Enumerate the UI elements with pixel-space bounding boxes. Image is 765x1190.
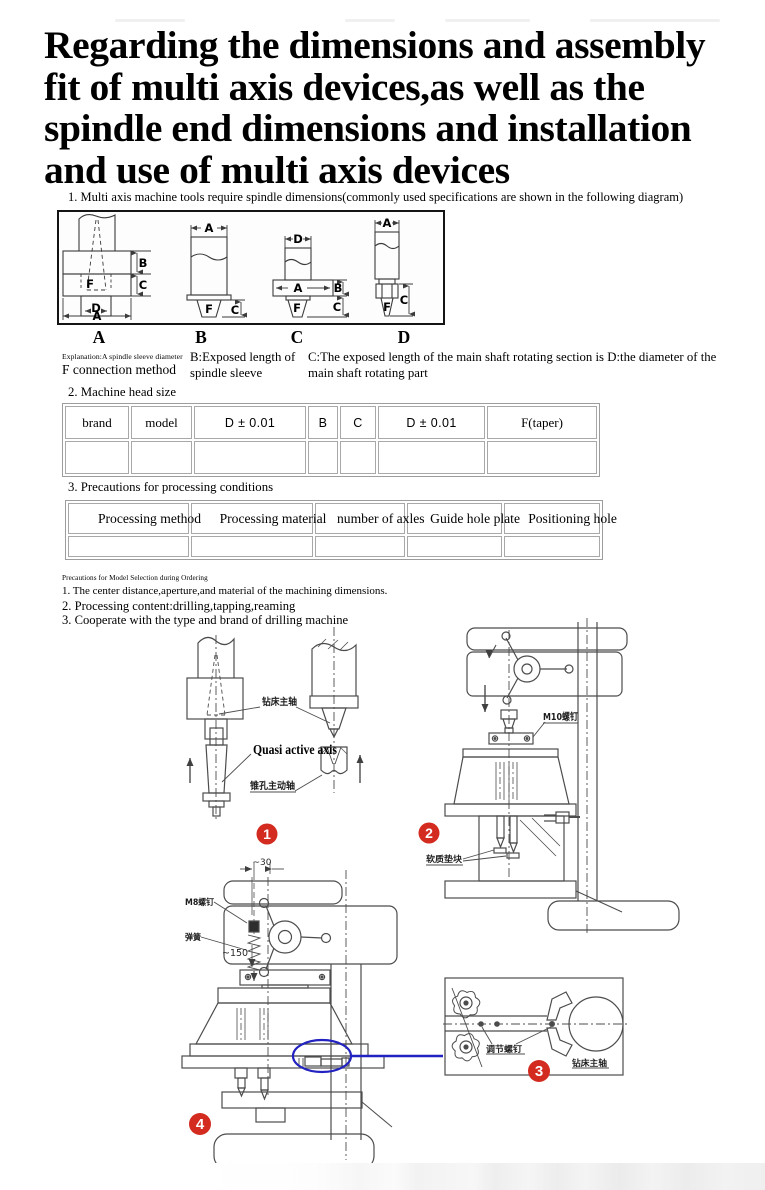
top-artifact: [345, 19, 395, 22]
fig4-badge: 4: [189, 1113, 211, 1135]
dim-label: A: [294, 281, 303, 295]
fig2-badge: 2: [418, 822, 440, 844]
dim-label: F: [293, 301, 301, 315]
top-artifact: [590, 19, 720, 22]
col-processing-method: Processing method: [68, 503, 201, 534]
col-processing-material: Processing material: [191, 503, 326, 534]
badge-number: 3: [535, 1063, 543, 1080]
col-brand: brand: [65, 406, 129, 439]
fig1-taper-shaft-label: 锥孔主动轴: [250, 780, 295, 792]
empty-cell: [65, 441, 129, 474]
fig1-drill-spindle-label: 钻床主轴: [262, 696, 297, 708]
variant-label-b: B: [195, 327, 207, 347]
dim-label: B: [334, 281, 343, 295]
fig4-spring-label: 弹簧: [185, 932, 201, 943]
processing-table: Processing method Processing material nu…: [65, 500, 617, 560]
dim-label: C: [400, 293, 408, 307]
empty-cell: [340, 441, 376, 474]
dim-label: D: [293, 232, 303, 246]
top-artifact: [445, 19, 530, 22]
installation-figures: 钻床主轴 Quasi active axis 锥孔主动轴 1: [181, 618, 680, 1170]
variant-label-a: A: [92, 327, 106, 347]
dim-label: B: [139, 256, 148, 270]
col-b: B: [308, 406, 338, 439]
dim-label: C: [139, 278, 147, 292]
col-guide-hole-plate: Guide hole plate: [406, 503, 520, 534]
table-header-row: brand model D ± 0.01 B C D ± 0.01 F(tape…: [65, 406, 597, 439]
ordering-item: 3. Cooperate with the type and brand of …: [62, 613, 349, 627]
machine-head-table: brand model D ± 0.01 B C D ± 0.01 F(tape…: [62, 403, 600, 477]
ordering-item: 1. The center distance,aperture,and mate…: [62, 585, 388, 597]
figure-1: [186, 627, 364, 820]
callout-link: [291, 1038, 443, 1074]
table-header-row: Processing method Processing material nu…: [68, 503, 617, 534]
machine-head-heading: 2. Machine head size: [68, 385, 177, 399]
spec-drawing-c: [272, 236, 349, 318]
dim-label: C: [333, 300, 341, 314]
dim-label: A: [383, 216, 392, 230]
empty-cell: [191, 536, 313, 557]
explanation-cd: C:The exposed length of the main shaft r…: [308, 350, 717, 380]
table-empty-row: [68, 536, 600, 557]
spec-dim-labels: B C D F A A F C D A B F C A F C: [86, 216, 408, 323]
spec-drawing-b: [186, 225, 247, 318]
dim-label: F: [86, 277, 94, 291]
variant-label-c: C: [290, 327, 304, 347]
fig2-soft-pad-label: 软质垫块: [426, 854, 463, 865]
figure-2: [426, 618, 680, 935]
fig4-dim150-label: ~150: [222, 948, 248, 959]
badge-number: 2: [425, 825, 433, 841]
empty-cell: [131, 441, 192, 474]
empty-cell: [308, 441, 338, 474]
dim-label: F: [205, 302, 213, 316]
dim-label: C: [231, 303, 239, 317]
spindle-spec-drawing: B C D F A A F C D A B F C A F C: [62, 213, 415, 323]
processing-heading: 3. Precautions for processing conditions: [68, 480, 274, 494]
col-f-taper: F(taper): [487, 406, 597, 439]
dim-label: F: [383, 300, 391, 314]
explanation-f: F connection method: [62, 362, 176, 377]
badge-number: 1: [263, 826, 271, 842]
empty-cell: [194, 441, 306, 474]
figure-4: [181, 862, 398, 1170]
empty-cell: [406, 536, 502, 557]
spec-drawing-a: [62, 213, 151, 320]
spindle-spec-figure: B C D F A A F C D A B F C A F C: [57, 210, 445, 325]
explanation-b: B:Exposed length of spindle sleeve: [190, 350, 296, 380]
page-title: Regarding the dimensions and assembly fi…: [44, 23, 706, 192]
dim-label: A: [205, 221, 214, 235]
fig3-drill-spindle-label: 钻床主轴: [572, 1058, 607, 1069]
empty-cell: [487, 441, 597, 474]
fig3-badge: 3: [528, 1060, 550, 1082]
spec-drawing-d: [374, 220, 415, 317]
col-d1: D ± 0.01: [194, 406, 306, 439]
table-empty-row: [65, 441, 597, 474]
col-c: C: [340, 406, 376, 439]
col-number-of-axles: number of axles: [315, 503, 425, 534]
dim-label: A: [93, 309, 102, 322]
fig3-adjust-screw-label: 调节螺钉: [486, 1044, 523, 1055]
empty-cell: [378, 441, 485, 474]
empty-cell: [68, 536, 189, 557]
col-positioning-hole: Positioning hole: [503, 503, 617, 534]
fig4-dim30-label: ~30: [253, 858, 272, 868]
badge-number: 4: [196, 1116, 205, 1133]
col-d2: D ± 0.01: [378, 406, 485, 439]
fig1-quasi-label: Quasi active axis: [253, 743, 337, 758]
explanation-note: Explanation:A spindle sleeve diameter: [62, 352, 183, 361]
fig2-m10-screw-label: M10螺钉: [543, 711, 578, 723]
fig1-badge: 1: [256, 823, 278, 845]
ordering-note: Precautions for Model Selection during O…: [62, 574, 208, 582]
intro-line: 1. Multi axis machine tools require spin…: [68, 190, 684, 204]
col-model: model: [131, 406, 192, 439]
variant-label-d: D: [397, 327, 411, 347]
fig4-m8-screw-label: M8螺钉: [185, 897, 214, 908]
bottom-artifact: [203, 1163, 765, 1190]
empty-cell: [315, 536, 405, 557]
ordering-item: 2. Processing content:drilling,tapping,r…: [62, 599, 296, 613]
top-artifact: [115, 19, 185, 22]
dim-label: D: [91, 301, 101, 315]
empty-cell: [503, 536, 600, 557]
